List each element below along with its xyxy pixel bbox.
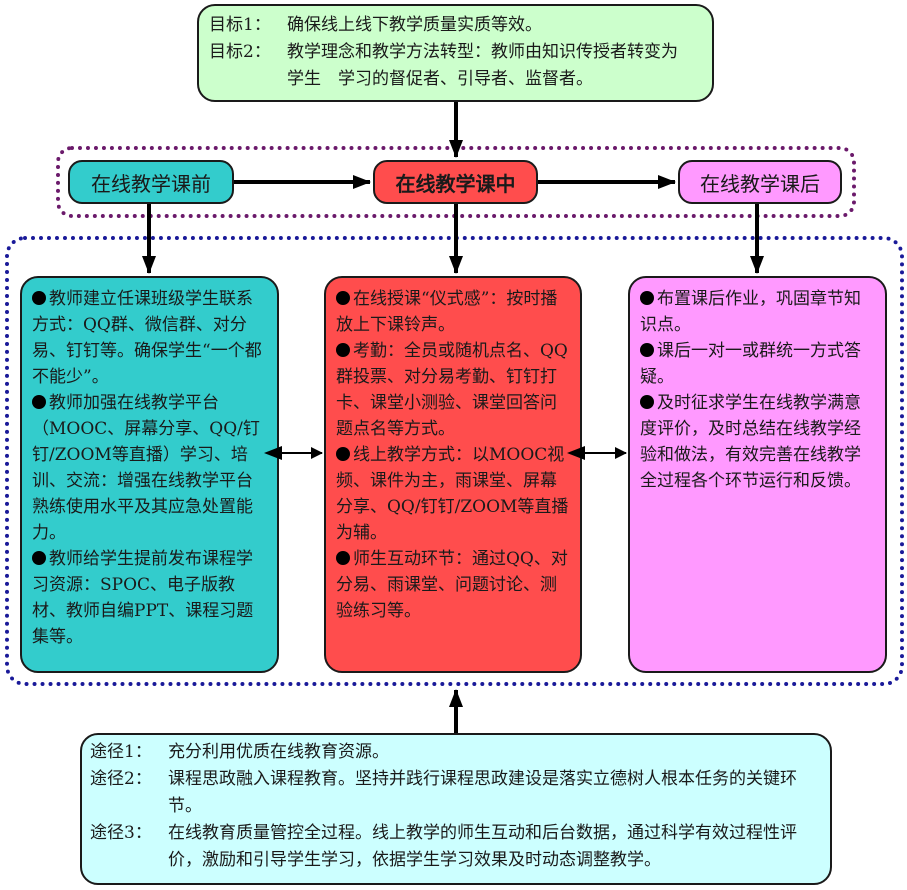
bullet-icon <box>32 551 46 565</box>
goal-2: 目标2： 教学理念和教学方法转型：教师由知识传授者转变为学生 学习的督促者、引导… <box>209 39 702 93</box>
way-3: 途径3： 在线教育质量管控全过程。线上教学的师生互动和后台数据，通过科学有效过程… <box>90 820 822 874</box>
after-item: 及时征求学生在线教学满意度评价，及时总结在线教学经验和做法，有效完善在线教学全过… <box>640 390 875 494</box>
before-item: 教师建立任课班级学生联系方式：QQ群、微信群、对分易、钉钉等。确保学生“一个都不… <box>32 286 267 390</box>
stage-before-label: 在线教学课前 <box>91 171 211 196</box>
stage-after: 在线教学课后 <box>678 160 842 204</box>
way-2: 途径2： 课程思政融入课程教育。坚持并践行课程思政建设是落实立德树人根本任务的关… <box>90 766 822 820</box>
after-item-text: 课后一对一或群统一方式答疑。 <box>640 341 861 387</box>
stage-before: 在线教学课前 <box>68 160 234 204</box>
bullet-icon <box>336 551 350 565</box>
way-3-label: 途径3： <box>90 823 152 843</box>
after-item: 课后一对一或群统一方式答疑。 <box>640 338 875 390</box>
goals-box: 目标1： 确保线上线下教学质量实质等效。 目标2： 教学理念和教学方法转型：教师… <box>197 4 714 102</box>
stage-during: 在线教学课中 <box>373 160 538 204</box>
column-during: 在线授课“仪式感”：按时播放上下课铃声。 考勤：全员或随机点名、QQ群投票、对分… <box>324 276 582 673</box>
bullet-icon <box>336 343 350 357</box>
way-2-label: 途径2： <box>90 769 152 789</box>
goal-1: 目标1： 确保线上线下教学质量实质等效。 <box>209 12 702 39</box>
bullet-icon <box>32 395 46 409</box>
during-item-text: 师生互动环节：通过QQ、对分易、雨课堂、问题讨论、测验练习等。 <box>336 549 568 621</box>
goal-1-text: 确保线上线下教学质量实质等效。 <box>287 15 542 35</box>
way-3-text: 在线教育质量管控全过程。线上教学的师生互动和后台数据，通过科学有效过程性评价，激… <box>168 823 797 870</box>
during-item: 在线授课“仪式感”：按时播放上下课铃声。 <box>336 286 570 338</box>
before-item-text: 教师加强在线教学平台（MOOC、屏幕分享、QQ/钉钉/ZOOM等直播）学习、培训… <box>32 393 260 543</box>
bullet-icon <box>640 291 654 305</box>
stage-after-label: 在线教学课后 <box>700 171 820 196</box>
during-item-text: 考勤：全员或随机点名、QQ群投票、对分易考勤、钉钉打卡、课堂小测验、课堂回答问题… <box>336 341 568 439</box>
goal-2-text: 教学理念和教学方法转型：教师由知识传授者转变为学生 学习的督促者、引导者、监督者… <box>287 42 678 89</box>
during-item: 考勤：全员或随机点名、QQ群投票、对分易考勤、钉钉打卡、课堂小测验、课堂回答问题… <box>336 338 570 442</box>
during-item: 师生互动环节：通过QQ、对分易、雨课堂、问题讨论、测验练习等。 <box>336 546 570 624</box>
ways-box: 途径1： 充分利用优质在线教育资源。 途径2： 课程思政融入课程教育。坚持并践行… <box>80 733 832 885</box>
goal-2-label: 目标2： <box>209 42 271 62</box>
way-1-text: 充分利用优质在线教育资源。 <box>168 742 389 762</box>
before-item: 教师给学生提前发布课程学习资源：SPOC、电子版教材、教师自编PPT、课程习题集… <box>32 546 267 650</box>
bullet-icon <box>640 343 654 357</box>
goal-1-label: 目标1： <box>209 15 271 35</box>
during-item-text: 在线授课“仪式感”：按时播放上下课铃声。 <box>336 289 558 335</box>
bullet-icon <box>32 291 46 305</box>
column-after: 布置课后作业，巩固章节知识点。 课后一对一或群统一方式答疑。 及时征求学生在线教… <box>628 276 887 673</box>
before-item-text: 教师给学生提前发布课程学习资源：SPOC、电子版教材、教师自编PPT、课程习题集… <box>32 549 254 647</box>
after-item-text: 及时征求学生在线教学满意度评价，及时总结在线教学经验和做法，有效完善在线教学全过… <box>640 393 861 491</box>
before-item: 教师加强在线教学平台（MOOC、屏幕分享、QQ/钉钉/ZOOM等直播）学习、培训… <box>32 390 267 546</box>
after-item-text: 布置课后作业，巩固章节知识点。 <box>640 289 861 335</box>
bullet-icon <box>640 395 654 409</box>
way-1: 途径1： 充分利用优质在线教育资源。 <box>90 739 822 766</box>
before-item-text: 教师建立任课班级学生联系方式：QQ群、微信群、对分易、钉钉等。确保学生“一个都不… <box>32 289 262 387</box>
during-item: 线上教学方式：以MOOC视频、课件为主，雨课堂、屏幕分享、QQ/钉钉/ZOOM等… <box>336 442 570 546</box>
bullet-icon <box>336 447 350 461</box>
column-before: 教师建立任课班级学生联系方式：QQ群、微信群、对分易、钉钉等。确保学生“一个都不… <box>20 276 279 673</box>
during-item-text: 线上教学方式：以MOOC视频、课件为主，雨课堂、屏幕分享、QQ/钉钉/ZOOM等… <box>336 445 569 543</box>
way-1-label: 途径1： <box>90 742 152 762</box>
after-item: 布置课后作业，巩固章节知识点。 <box>640 286 875 338</box>
way-2-text: 课程思政融入课程教育。坚持并践行课程思政建设是落实立德树人根本任务的关键环节。 <box>168 769 797 816</box>
stage-during-label: 在线教学课中 <box>395 171 516 196</box>
bullet-icon <box>336 291 350 305</box>
